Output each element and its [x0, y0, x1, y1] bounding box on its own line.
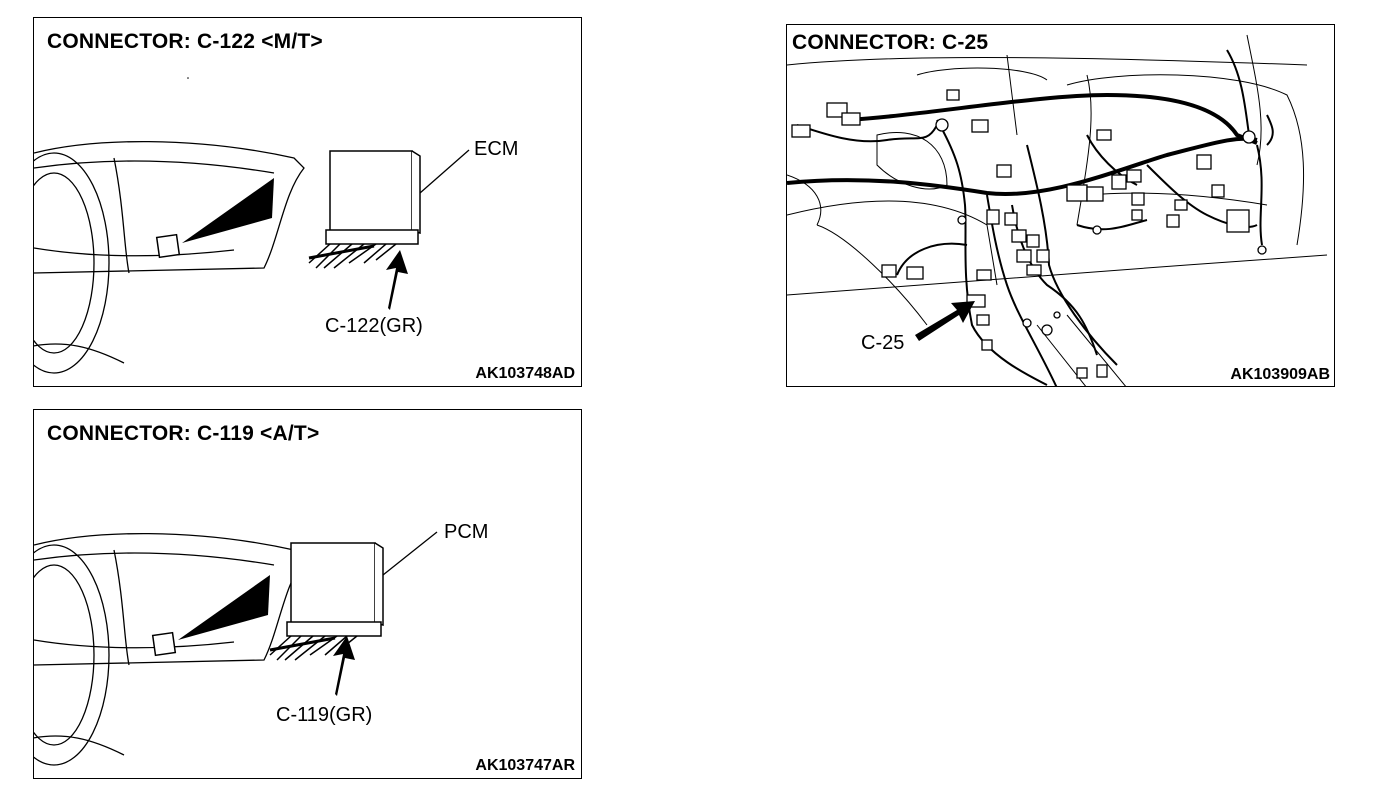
c25-illustration — [787, 34, 1328, 386]
figure-code: AK103747AR — [475, 757, 575, 774]
figure-code: AK103909AB — [1230, 366, 1330, 383]
connector-arrow — [386, 250, 408, 310]
c119-illustration — [34, 531, 438, 766]
module-label: PCM — [444, 521, 489, 543]
ecm-location-marker — [155, 233, 181, 259]
callout-wedge — [182, 178, 274, 243]
connector-label: C-25 — [861, 332, 905, 354]
ecm-module — [308, 150, 421, 269]
panel-connector-c119: CONNECTOR: C-119 <A/T> PCM C-119(GR) AK1… — [33, 409, 582, 779]
steering-wheel — [34, 152, 110, 374]
dashboard-outline — [34, 140, 305, 274]
main-harness — [787, 136, 1258, 196]
callout-wedge — [178, 575, 270, 640]
connector-label: C-119(GR) — [276, 704, 373, 726]
steering-wheel — [34, 544, 110, 766]
connector-arrow — [333, 636, 355, 696]
connector-label: C-122(GR) — [325, 315, 423, 337]
pcm-location-marker — [151, 631, 177, 657]
connector-blocks — [791, 89, 1267, 379]
dashboard-outline — [34, 532, 305, 666]
connector-arrow — [915, 301, 975, 341]
figure-code: AK103748AD — [475, 365, 575, 382]
panel-connector-c25: CONNECTOR: C-25 C-25 AK103909AB — [786, 24, 1335, 387]
panel-title: CONNECTOR: C-122 <M/T> — [47, 30, 327, 54]
module-label: ECM — [474, 138, 519, 160]
panel-title: CONNECTOR: C-119 <A/T> — [47, 422, 324, 446]
panel-connector-c122: CONNECTOR: C-122 <M/T> ECM C-122(GR) AK1… — [33, 17, 582, 387]
panel-title: CONNECTOR: C-25 — [792, 31, 993, 55]
pcm-module — [269, 542, 384, 661]
c122-illustration — [34, 77, 470, 374]
